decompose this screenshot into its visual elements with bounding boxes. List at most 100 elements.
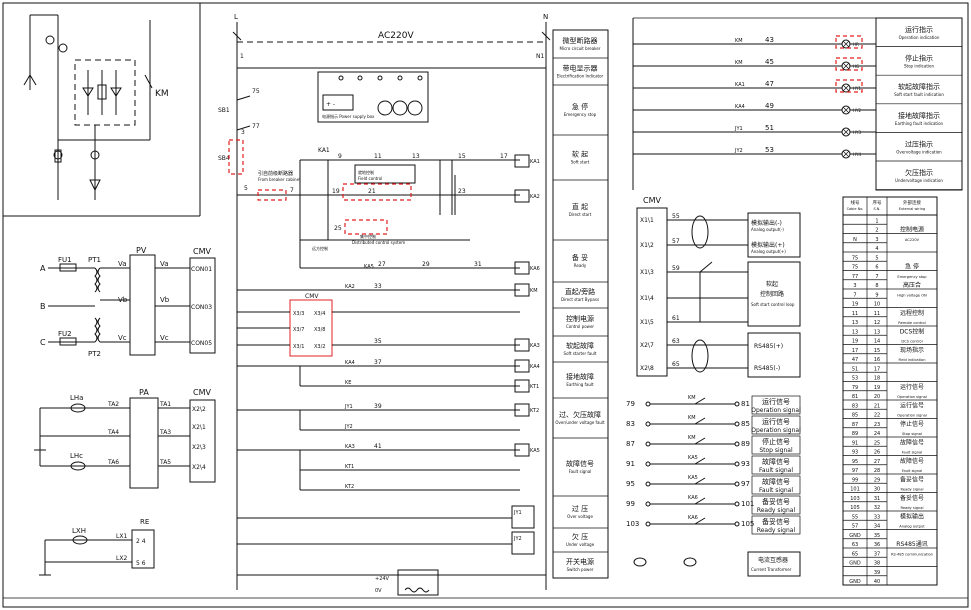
term-sn-18: 19	[874, 385, 880, 391]
pa-section: PA CMV LHa LHc TA2 TA4 TA6 TA1 TA3 TA5 X…	[34, 388, 216, 489]
func-label-3: 软 起	[572, 150, 588, 159]
func-label-en-0: Micro circuit breaker	[560, 46, 601, 51]
cmv-wire-4: 63	[672, 338, 680, 345]
svg-text:JY1: JY1	[513, 510, 522, 516]
ind-wire-2: 47	[765, 80, 774, 88]
func-label-9: 接地故障	[566, 372, 594, 381]
kt1-label: KT1	[345, 464, 354, 470]
pt2-label: PT2	[88, 350, 101, 358]
cmv-wire-5: 65	[672, 361, 680, 368]
term-header-en-2: External wiring	[899, 207, 925, 211]
sig-a-1: 83	[626, 420, 635, 428]
sig-label-en-6: Ready signal	[757, 527, 796, 534]
lx1-label: LX1	[116, 533, 127, 540]
term-ext-11: Remote control	[898, 321, 925, 325]
term-ext-6: Emergency stop	[897, 275, 927, 279]
pv-con01: CON01	[191, 266, 212, 273]
term-sn-3: 4	[875, 246, 878, 252]
func-label-en-9: Earthing fault	[566, 382, 594, 387]
lamp-name-4: HY3	[853, 130, 861, 135]
term-cable-25: 93	[852, 450, 858, 456]
term-cable-36: 65	[852, 551, 858, 557]
term-sn-38: 39	[874, 570, 880, 576]
sig-b-1: 85	[741, 420, 750, 428]
svg-text:KA2: KA2	[530, 194, 540, 200]
sig-b-3: 93	[741, 460, 750, 468]
sig-k-1: KM	[688, 415, 696, 421]
svg-text:KA3: KA3	[345, 444, 355, 450]
ind-label-en-3: Earthing fault indication	[895, 121, 944, 126]
term-ext-36: RS-485 communication	[891, 552, 933, 556]
sig-label-en-4: Fault signal	[759, 487, 793, 494]
svg-text:JY2: JY2	[513, 536, 522, 542]
term-cable-19: 81	[852, 394, 858, 400]
svg-text:控制回路: 控制回路	[760, 290, 784, 298]
ke-label: KE	[345, 380, 351, 386]
sig-label-0: 运行信号	[762, 397, 790, 406]
wire-19: 19	[332, 188, 340, 195]
cmv-pin-4: X1\5	[640, 319, 654, 326]
sig-label-4: 故障信号	[762, 477, 790, 486]
func-label-6: 直起/旁路	[565, 287, 595, 296]
term-ext-13: DCS control	[901, 340, 922, 344]
pv-va-out: Va	[160, 260, 169, 268]
sig-label-en-2: Stop signal	[759, 447, 793, 454]
sig-a-3: 91	[626, 460, 635, 468]
ta6-label: TA6	[107, 459, 119, 466]
cmv-block: CMV X1\1X1\2X1\3X1\4X1\5X2\7X2\855575961…	[636, 196, 801, 378]
km-label: KM	[155, 89, 169, 99]
sig-k-0: KM	[688, 395, 696, 401]
func-label-en-1: Electrification Indicator	[557, 74, 604, 79]
ind-contact-2: KA1	[735, 82, 745, 88]
func-label-13: 欠 压	[572, 532, 588, 541]
wire-41: 41	[374, 443, 382, 450]
pt1-label: PT1	[88, 256, 101, 264]
analog-neg-en: Analog output(-)	[751, 227, 784, 232]
lamp-name-2: HY1	[853, 86, 861, 91]
term-sn-31: 32	[874, 505, 880, 511]
func-label-0: 微型断路器	[563, 36, 598, 45]
cmv-pin-2: X1\3	[640, 269, 654, 276]
pv-vc-out: Vc	[160, 334, 169, 342]
rs485-neg: RS485(-)	[754, 365, 780, 372]
ind-wire-1: 45	[765, 58, 774, 66]
func-label-en-7: Control power	[566, 324, 594, 329]
pv-vb-out: Vb	[160, 296, 170, 304]
term-header-0: 线号	[851, 199, 860, 206]
func-label-14: 开关电源	[566, 557, 594, 566]
sig-label-en-3: Fault signal	[759, 467, 793, 474]
wire-15: 15	[458, 153, 466, 160]
pa-title: PA	[139, 388, 149, 397]
term-sn-7: 8	[875, 283, 878, 289]
sig-k-6: KA6	[688, 515, 698, 521]
svg-text:0V: 0V	[375, 588, 382, 594]
re-pins-a: 2 4	[136, 538, 146, 545]
term-ext-12: DCS控制	[900, 327, 925, 335]
term-cable-21: 85	[852, 413, 858, 419]
sig-a-5: 99	[626, 500, 635, 508]
term-sn-32: 33	[874, 514, 880, 520]
term-cable-35: 63	[852, 542, 858, 548]
sig-k-4: KA5	[688, 475, 698, 481]
term-ext-31: Ready signal	[901, 506, 924, 510]
wire-11: 11	[374, 153, 382, 160]
note-from-breaker-en: From breaker cabinet	[258, 177, 301, 182]
term-header-en-1: S.N.	[873, 207, 880, 211]
term-cable-33: 57	[852, 524, 858, 530]
term-sn-9: 10	[874, 302, 880, 308]
term-ext-22: 停止信号	[900, 420, 924, 428]
wire-27: 27	[378, 261, 386, 268]
sig-b-4: 97	[741, 480, 750, 488]
term-ext-2: AC220V	[905, 238, 920, 242]
lamp-icon-2	[841, 83, 851, 93]
ind-contact-5: JY2	[734, 148, 743, 154]
term-cable-5: 75	[852, 265, 858, 271]
term-ext-27: Fault signal	[902, 469, 922, 473]
term-ext-32: 模拟输出	[900, 512, 924, 520]
func-label-en-11: Fault signal	[569, 469, 592, 474]
term-cable-22: 87	[852, 422, 858, 428]
note-from-breaker: 引自前级断路器	[258, 170, 293, 177]
svg-text:KA4: KA4	[530, 364, 540, 370]
